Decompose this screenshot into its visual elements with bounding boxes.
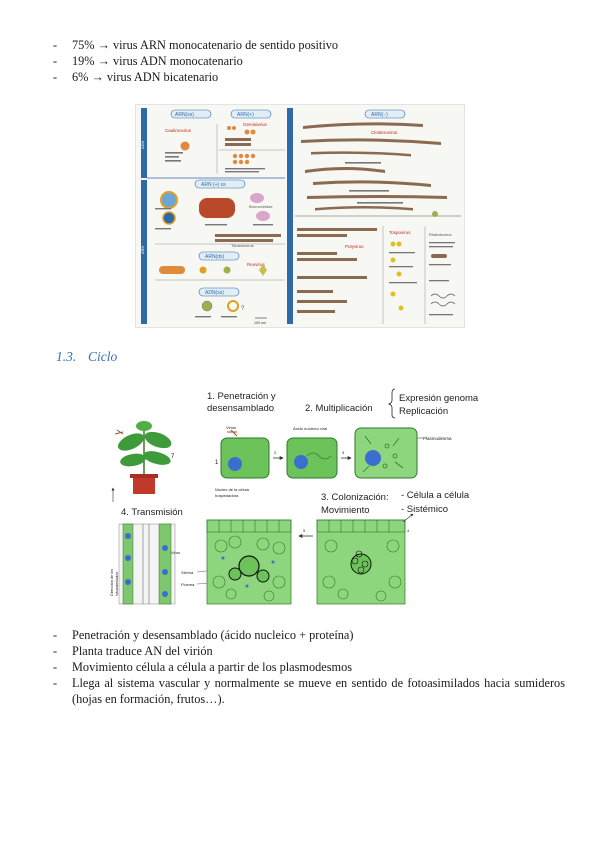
svg-text:5: 5	[303, 528, 306, 533]
tissue-section-healthy	[316, 519, 406, 605]
tissue-section-infected	[206, 519, 292, 605]
svg-text:3: 3	[342, 450, 345, 455]
virus-type-list: -75% → virus ARN monocatenario de sentid…	[53, 37, 338, 85]
virion-label: Virión	[226, 425, 236, 430]
viral-na-label: Ácido nucleico viral	[293, 426, 327, 431]
family-label: Reovirus	[247, 262, 266, 267]
svg-text:1: 1	[215, 460, 219, 466]
vertical-label: fotoasimilados	[115, 572, 119, 596]
family-label: Closterovirus	[371, 130, 398, 135]
xylem-label: Xilema	[181, 570, 194, 575]
family-label: Potyvirus	[345, 244, 364, 249]
list-item: -Llega al sistema vascular y normalmente…	[53, 676, 565, 706]
plant-illustration: 7	[114, 421, 175, 494]
phloem-label: Floema	[181, 582, 195, 587]
list-item: -Movimiento célula a célula a partir de …	[53, 660, 353, 674]
section-number: 1.3.	[56, 349, 77, 364]
box-label: ADN(ss)	[205, 290, 224, 296]
step3-label: 3. Colonización:	[321, 492, 389, 503]
svg-text:?: ?	[241, 306, 245, 312]
step3-label-2: Movimiento	[321, 505, 370, 516]
step3-note: - Sistémico	[401, 504, 448, 515]
cycle-steps-list: -Penetración y desensamblado (ácido nucl…	[53, 627, 565, 707]
step2-note: Expresión genoma	[399, 393, 479, 404]
virus-label: Virus	[171, 550, 180, 555]
side-label-adn: ADN	[140, 140, 145, 149]
svg-text:7: 7	[171, 454, 175, 460]
box-label: ARN(ds)	[205, 254, 225, 260]
list-item: -Planta traduce AN del virión	[53, 644, 213, 658]
virus-classification-figure: ADN ARN ARN(ss) ARN(+) ARN(−) ARN (+) ss…	[135, 104, 465, 328]
box-label: ARN (+) ss	[201, 182, 226, 188]
section-heading: 1.3. Ciclo	[56, 349, 117, 365]
family-label: Tospovirus	[389, 230, 411, 235]
box-label: ARN(ss)	[175, 112, 194, 118]
viral-cycle-figure: 1. Penetración y desensamblado 2. Multip…	[110, 388, 479, 605]
side-label-arn: ARN	[140, 245, 145, 254]
family-label: Caulimovirus	[165, 128, 192, 133]
scale-label: 100 nm	[254, 321, 266, 325]
step2-label: 2. Multiplicación	[305, 403, 373, 414]
step3-note: - Célula a célula	[401, 490, 470, 501]
vascular-strand: Dirección de los fotoasimilados Virus Xi…	[110, 523, 234, 605]
family-label: Rhabdovirus	[429, 232, 451, 237]
step1-label: 1. Penetración y	[207, 391, 276, 402]
family-label: Tobamovirus	[231, 243, 254, 248]
list-item: -6% → virus ADN bicatenario	[53, 70, 219, 84]
step4-label: 4. Transmisión	[121, 507, 183, 518]
plasmodesma-label: Plasmodesma	[423, 436, 452, 441]
list-item: -75% → virus ARN monocatenario de sentid…	[53, 38, 339, 52]
list-item: -Penetración y desensamblado (ácido nucl…	[53, 628, 354, 642]
family-label: Bromoviridae	[249, 204, 273, 209]
svg-text:4: 4	[407, 528, 410, 533]
host-cell-label: hospedadora	[215, 493, 239, 498]
vertical-label: Dirección de los	[110, 569, 114, 596]
family-label: Geminivirus	[243, 122, 268, 127]
svg-text:2: 2	[274, 450, 277, 455]
host-cell-label: Núcleo de la célula	[215, 487, 250, 492]
step2-note: Replicación	[399, 406, 448, 417]
section-title: Ciclo	[88, 349, 118, 364]
list-item: -19% → virus ADN monocatenario	[53, 54, 243, 68]
box-label: ARN(−)	[371, 112, 388, 118]
step1-label-2: desensamblado	[207, 403, 274, 414]
box-label: ARN(+)	[237, 112, 254, 118]
